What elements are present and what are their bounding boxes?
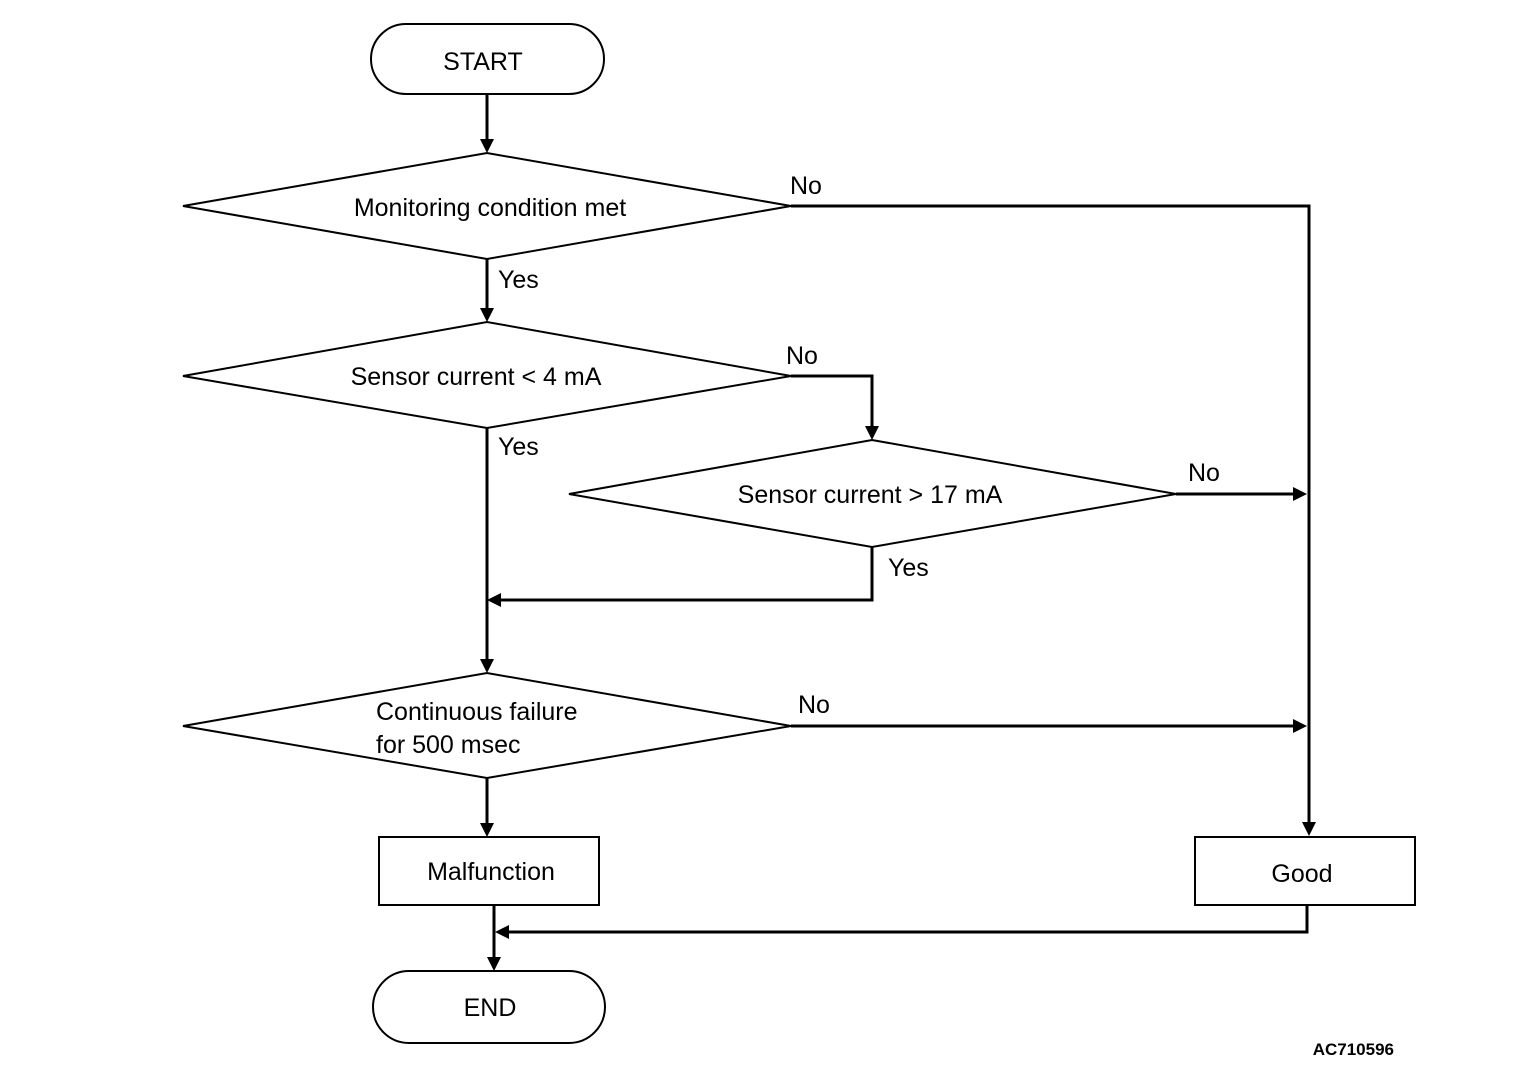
decision-continuous-failure-line1: Continuous failure [376,698,578,726]
arrowhead [1302,822,1316,836]
decision-monitoring-label: Monitoring condition met [354,194,626,222]
arrowhead [487,957,501,971]
start-label: START [443,48,523,76]
decision-current-gt-17ma-label: Sensor current > 17 mA [738,481,1003,509]
decision-continuous-failure: Continuous failure for 500 msec [182,671,792,780]
arrowhead [480,823,494,837]
edge-good-to-end [508,905,1309,934]
good-label: Good [1271,860,1332,888]
arrowhead [865,426,879,440]
decision-monitoring: Monitoring condition met [182,151,792,261]
edge-monitoring-no [791,204,1311,823]
arrowhead [480,659,494,673]
label-lt4-yes: Yes [498,433,539,461]
good-box: Good [1194,836,1416,906]
arrowhead [495,925,509,939]
arrowhead [487,593,501,607]
label-continuous-no: No [798,691,830,719]
end-node: END [372,970,606,1044]
decision-current-gt-17ma: Sensor current > 17 mA [568,438,1177,549]
decision-continuous-failure-line2: for 500 msec [376,731,521,759]
label-gt17-yes: Yes [888,554,929,582]
malfunction-label: Malfunction [427,858,555,886]
figure-reference: AC710596 [1313,1040,1394,1059]
end-label: END [464,994,517,1022]
label-gt17-no: No [1188,459,1220,487]
label-monitoring-yes: Yes [498,266,539,294]
arrowhead [1293,487,1307,501]
malfunction-box: Malfunction [378,836,600,906]
arrowhead [480,139,494,153]
decision-current-lt-4ma: Sensor current < 4 mA [182,320,792,430]
start-node: START [370,23,605,95]
arrowhead [1293,719,1307,733]
label-monitoring-no: No [790,172,822,200]
edge-gt17-yes [500,547,874,602]
label-lt4-no: No [786,342,818,370]
edge-lt4-no [791,374,874,427]
decision-current-lt-4ma-label: Sensor current < 4 mA [351,363,602,391]
arrowhead [480,308,494,322]
